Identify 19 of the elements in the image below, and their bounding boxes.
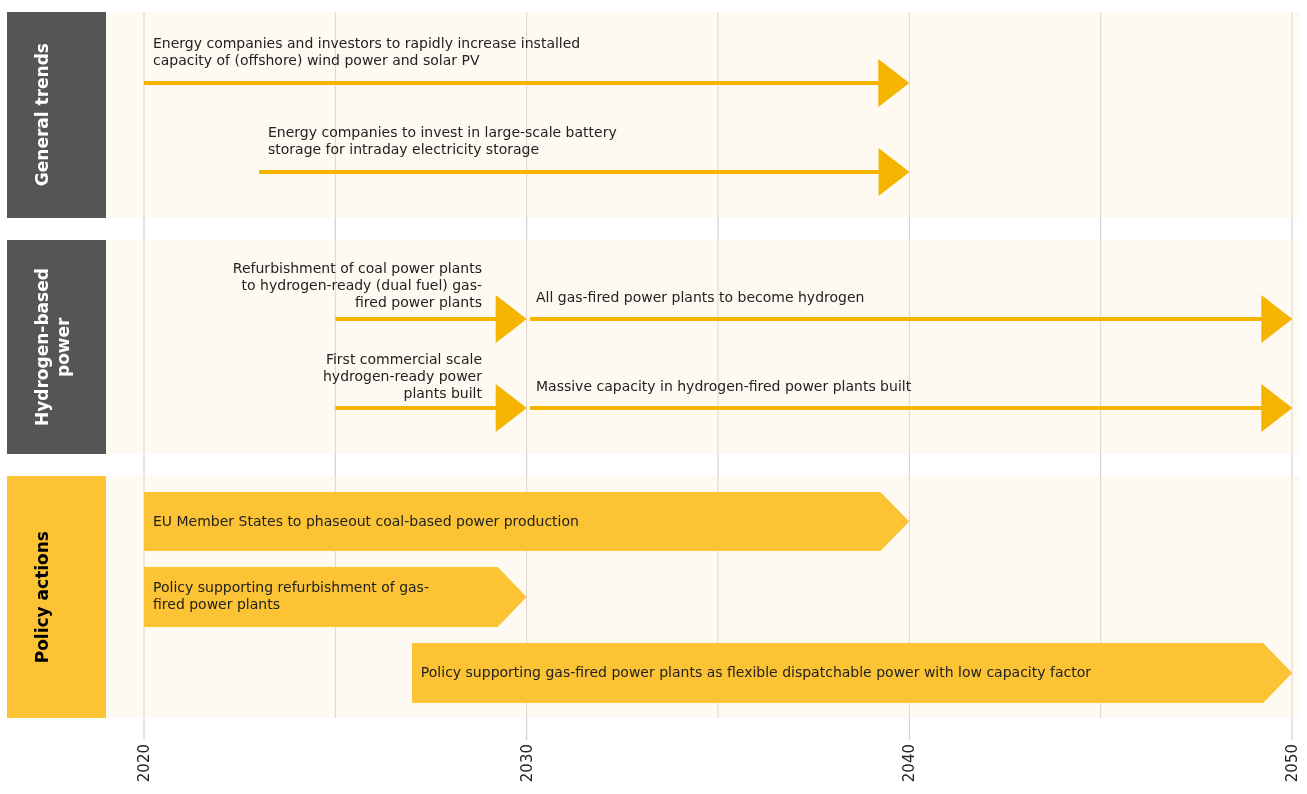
bar-label: Energy companies and investors to rapidly increase installed capacity of (offshore) wind power and solar PV (153, 35, 582, 69)
bar-label: First commercial scale hydrogen-ready power plants built (321, 351, 482, 402)
bar-label: Refurbishment of coal power plants to hydrogen-ready (dual fuel) gas-fired power plants (232, 260, 482, 311)
bar-label: All gas-fired power plants to become hydrogen (536, 289, 866, 306)
row-band (7, 12, 1300, 218)
row-band (7, 240, 1300, 454)
arrow-bar-label: Policy supporting refurbishment of gas-fired power plants (153, 579, 430, 613)
axis-year-label: 2030 (517, 744, 536, 783)
row-header: General trends (7, 12, 106, 218)
arrow-bar-label: EU Member States to phaseout coal-based power production (153, 512, 580, 530)
axis-year-label: 2050 (1283, 744, 1301, 783)
row-header: Hydrogen-based power (7, 240, 106, 454)
bar-label: Energy companies to invest in large-scale battery storage for intraday electricity storage (268, 124, 618, 158)
axis-year-label: 2020 (135, 744, 153, 783)
arrow-bar-label: Policy supporting gas-fired power plants as flexible dispatchable power with low capacity factor (420, 664, 1092, 681)
bar-label: Massive capacity in hydrogen-fired power plants built (536, 378, 913, 395)
axis-year-label: 2040 (900, 744, 919, 783)
row-header: Policy actions (7, 476, 106, 718)
row-band (7, 476, 1300, 718)
